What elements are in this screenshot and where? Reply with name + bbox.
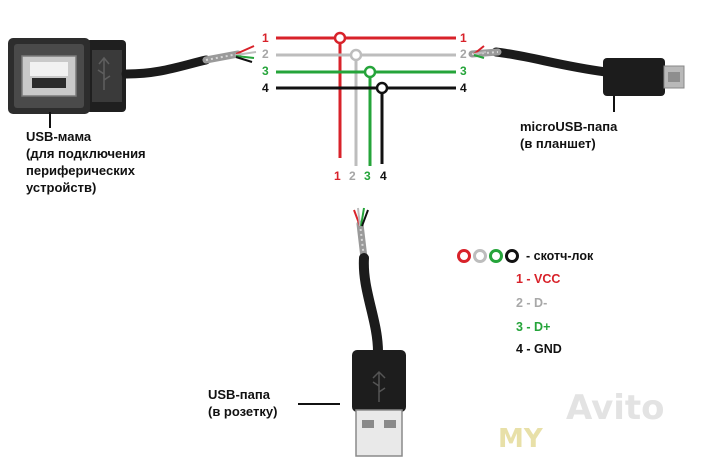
usb-trident-icon [97, 56, 111, 90]
scotchlock-legend-circle-4 [505, 249, 519, 263]
usb-male-label-line: USB-папа [208, 387, 270, 402]
scotchlock-joint-4 [375, 81, 389, 95]
wire-number-left-3: 3 [262, 64, 269, 78]
wire-number-left-2: 2 [262, 47, 269, 61]
usb-female-label-line: USB-мама [26, 129, 92, 144]
usb-female-connector [8, 38, 126, 114]
wire-number-right-2: 2 [460, 47, 467, 61]
usb-female-label: USB-мама (для подключения периферических… [26, 128, 146, 196]
wire-number-right-4: 4 [460, 81, 467, 95]
micro-usb-label-line: microUSB-папа [520, 119, 618, 134]
usb-female-label-line: периферических [26, 163, 135, 178]
usb-male-connector [352, 207, 406, 457]
usb-female-label-line: (для подключения [26, 146, 146, 161]
scotchlock-legend-icons [457, 249, 519, 263]
scotchlock-legend-circle-1 [457, 249, 471, 263]
scotchlock-joint-3 [363, 65, 377, 79]
scotchlock-legend-circle-3 [489, 249, 503, 263]
wire-number-right-1: 1 [460, 31, 467, 45]
usb-male-label: USB-папа (в розетку) [208, 386, 277, 420]
scotchlock-joint-2 [349, 48, 363, 62]
wire-number-bottom-2: 2 [349, 169, 356, 183]
wire-number-bottom-3: 3 [364, 169, 371, 183]
legend-gnd: 4 - GND [516, 342, 562, 356]
usb-male-label-line: (в розетку) [208, 404, 278, 419]
legend-vcc: 1 - VCC [516, 272, 561, 286]
micro-usb-connector [468, 45, 685, 96]
legend-scotchlock: - скотч-лок [526, 249, 594, 263]
legend-d-minus: 2 - D- [516, 296, 548, 310]
avito-watermark: Avito [566, 388, 665, 428]
micro-usb-label: microUSB-папа (в планшет) [520, 118, 617, 152]
wires [276, 31, 456, 166]
watermark-sub: MY [498, 424, 543, 454]
wire-number-left-1: 1 [262, 31, 269, 45]
usb-female-label-line: устройств) [26, 180, 97, 195]
left-wire-ends [235, 45, 257, 63]
wire-number-left-4: 4 [262, 81, 269, 95]
wire-number-right-3: 3 [460, 64, 467, 78]
wire-number-bottom-1: 1 [334, 169, 341, 183]
scotchlock-legend-circle-2 [473, 249, 487, 263]
micro-usb-label-line: (в планшет) [520, 136, 596, 151]
scotchlock-joint-1 [333, 31, 347, 45]
usb-trident-icon [372, 370, 386, 402]
legend-d-plus: 3 - D+ [516, 320, 551, 334]
wire-number-bottom-4: 4 [380, 169, 387, 183]
